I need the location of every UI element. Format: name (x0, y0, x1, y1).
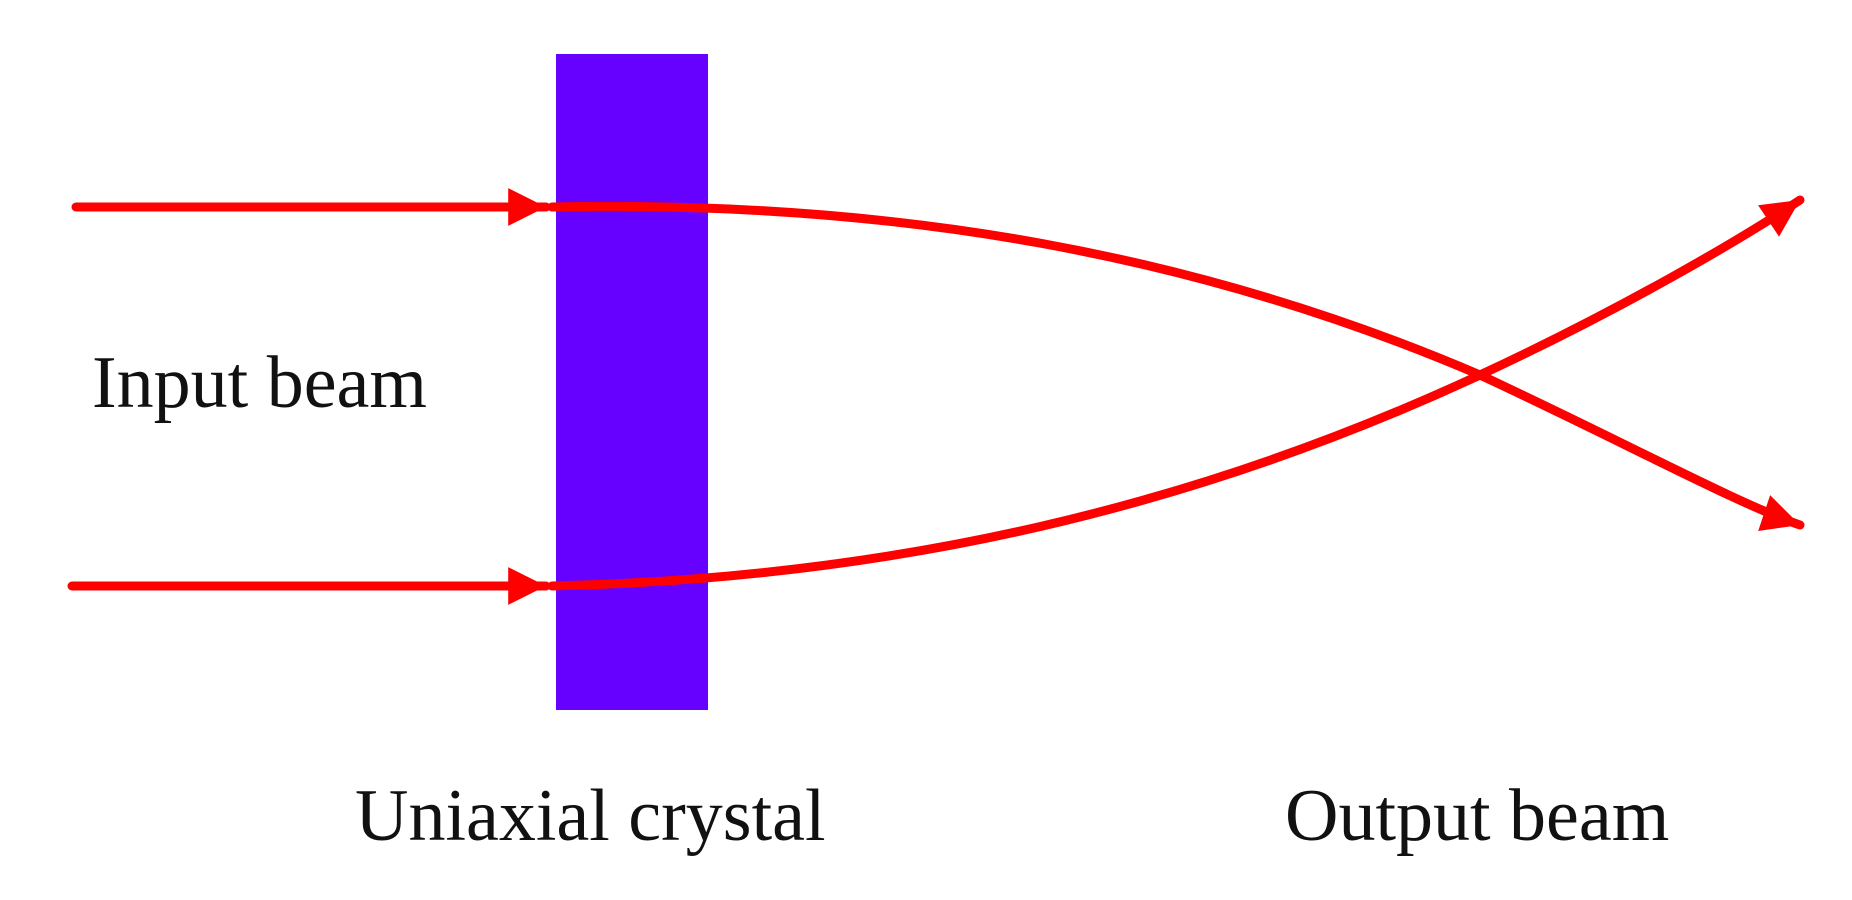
output-beam-lower-to-upper (547, 195, 1805, 591)
uniaxial-crystal (556, 54, 708, 710)
output-beam-upper-to-lower (547, 201, 1805, 531)
output-beam-label: Output beam (1285, 775, 1669, 857)
input-beam-label: Input beam (92, 342, 427, 424)
crystal-label: Uniaxial crystal (355, 775, 826, 857)
